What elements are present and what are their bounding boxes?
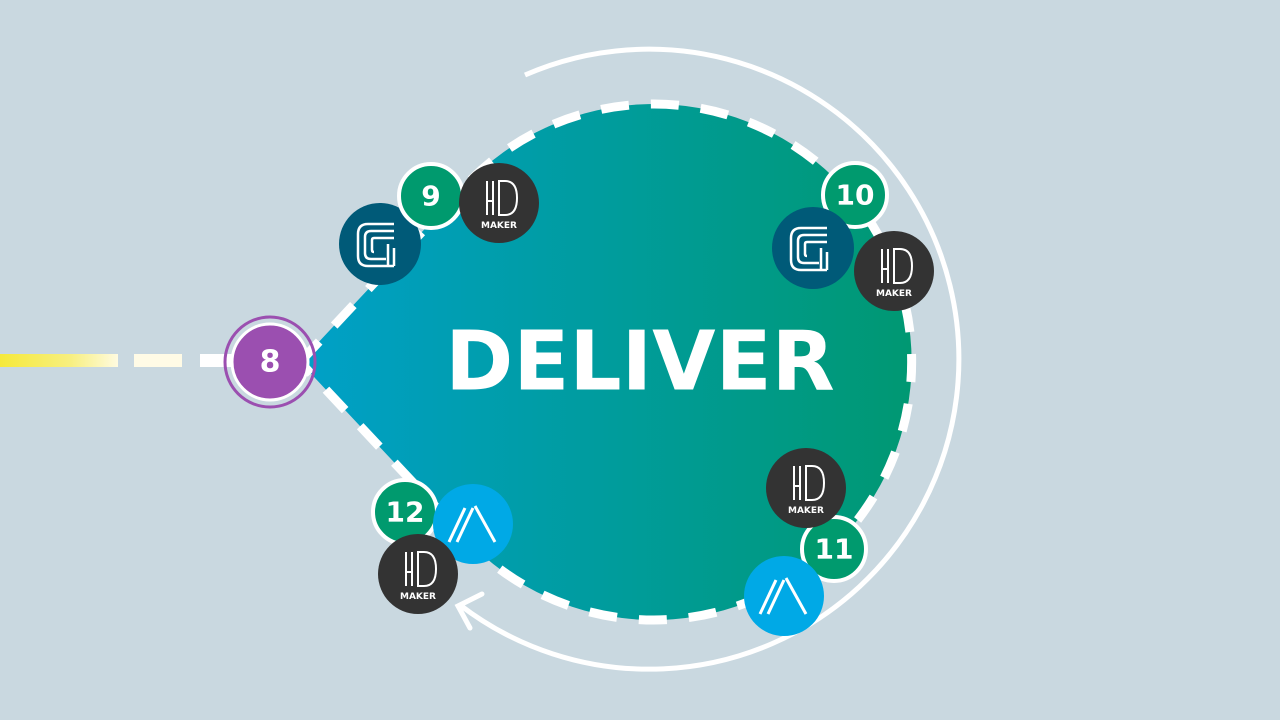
ad-maker-logo-icon: MAKER — [377, 533, 459, 615]
trail-dash — [200, 354, 232, 367]
trail-dash — [134, 354, 182, 367]
ad-maker-logo-icon: MAKER — [458, 162, 540, 244]
cycle-arrow — [458, 46, 962, 672]
g-logo-icon — [770, 205, 856, 291]
phase-title: DELIVER — [445, 315, 834, 410]
ad-maker-logo-icon: MAKER — [765, 447, 847, 529]
step-10-label: 10 — [836, 179, 875, 212]
svg-text:MAKER: MAKER — [876, 289, 912, 299]
step-12-node[interactable]: 12 — [371, 478, 439, 546]
triangle-logo-icon — [742, 554, 826, 638]
step-11-node[interactable]: 11 — [800, 515, 868, 583]
step-9-node[interactable]: 9 — [397, 162, 465, 230]
step-12-label: 12 — [386, 496, 425, 529]
ad-maker-logo-icon: MAKER — [853, 230, 935, 312]
step-11-label: 11 — [815, 533, 854, 566]
svg-text:MAKER: MAKER — [400, 592, 436, 602]
step-8-label: 8 — [260, 345, 281, 380]
step-10-node[interactable]: 10 — [821, 161, 889, 229]
arrowhead-icon — [454, 591, 485, 631]
svg-text:MAKER: MAKER — [481, 221, 517, 231]
svg-text:MAKER: MAKER — [788, 506, 824, 516]
step-9-label: 9 — [421, 180, 440, 213]
step-8-node[interactable]: 8 — [223, 315, 317, 409]
incoming-trail — [0, 354, 118, 367]
phase-dashed-outline — [293, 99, 917, 625]
